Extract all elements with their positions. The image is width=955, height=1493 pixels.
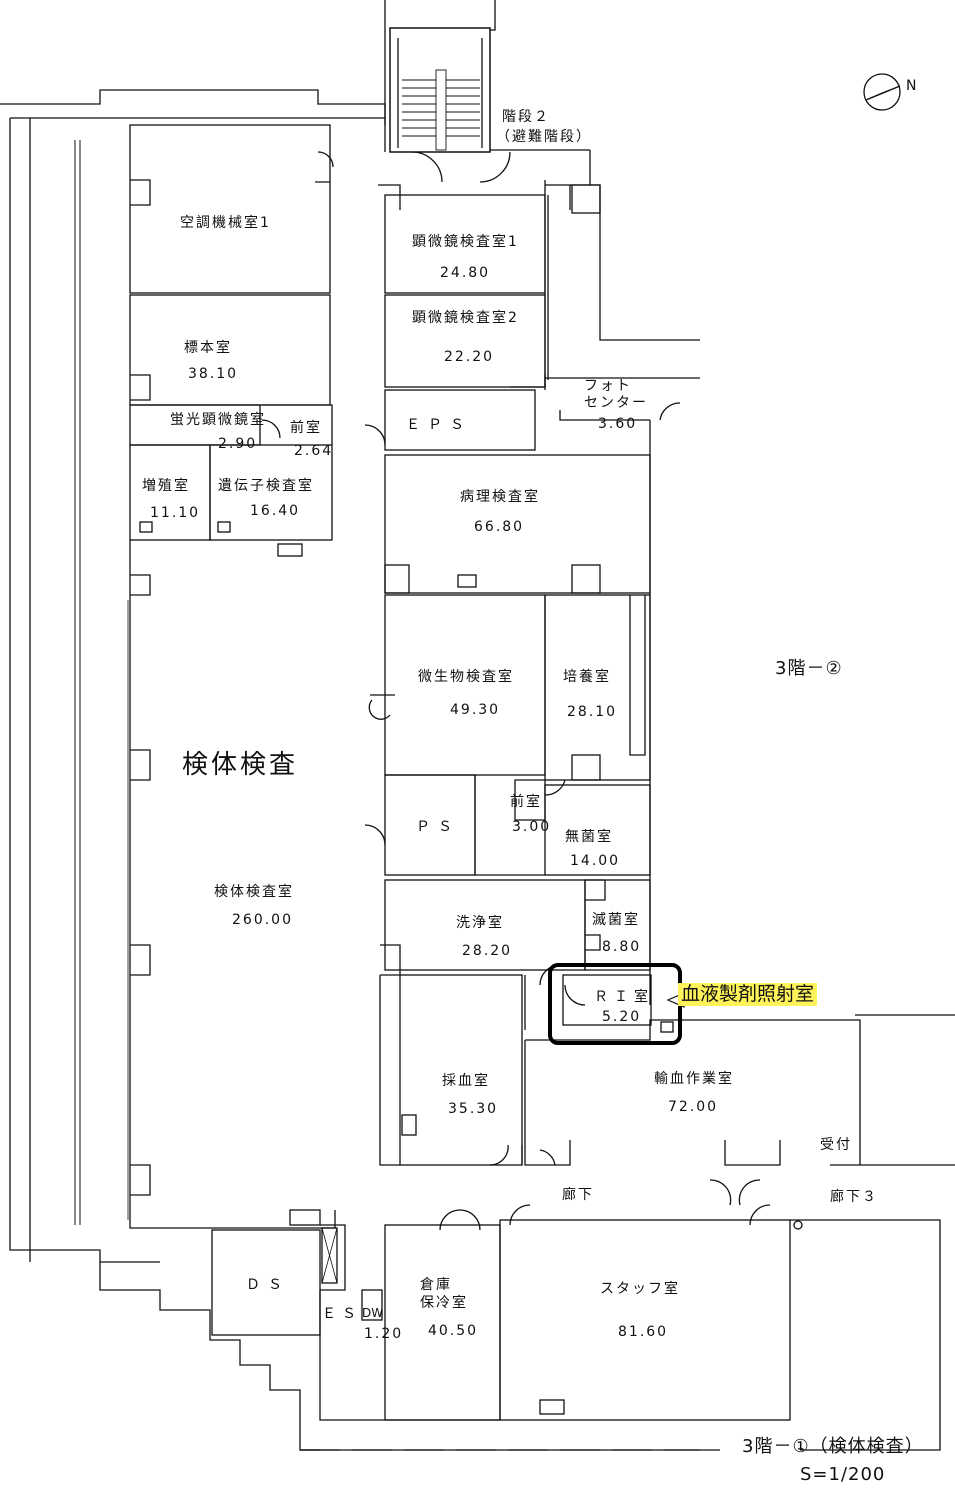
es-label: ＥＳ (322, 1306, 362, 1322)
room-blood-collection (399, 974, 523, 1166)
room-area-culture-growth: 11.10 (150, 505, 201, 521)
room-label-ac-machine: 空調機械室1 (180, 215, 271, 231)
room-area-culture: 28.10 (567, 704, 618, 720)
room-label-sterilization: 滅菌室 (592, 912, 640, 928)
room-area-anteroom-1: 2.64 (294, 443, 334, 459)
room-label-anteroom-1: 前室 (290, 420, 322, 436)
room-area-microbiology: 49.30 (450, 702, 501, 718)
drawing-scale: S=1/200 (800, 1464, 886, 1485)
corridor3-label: 廊下３ (830, 1189, 878, 1205)
reception-label: 受付 (820, 1137, 852, 1153)
room-area-storage: 40.50 (428, 1323, 479, 1339)
north-arrow-icon: N (863, 73, 916, 111)
room-label-specimen: 標本室 (184, 340, 232, 356)
room-label-fluorescence: 蛍光顕微鏡室 (170, 412, 266, 428)
floor-ref-label: 3階－② (775, 658, 843, 679)
room-pathology (384, 454, 651, 594)
room-eps (384, 389, 536, 451)
stairs-label: 階段２ (502, 109, 550, 125)
room-label-microscope-2: 顕微鏡検査室2 (412, 310, 519, 326)
room-microbiology (384, 594, 546, 776)
room-ri (562, 974, 652, 1026)
room-label-washing: 洗浄室 (456, 915, 504, 931)
room-transfusion (524, 1019, 955, 1166)
svg-text:N: N (906, 78, 916, 94)
room-sterile (544, 784, 651, 876)
room-area-microscope-1: 24.80 (440, 265, 491, 281)
corridor-label: 廊下 (562, 1187, 594, 1203)
room-area-transfusion: 72.00 (668, 1099, 719, 1115)
dw-area: 1.20 (364, 1326, 404, 1342)
room-label-specimen-lab: 検体検査室 (214, 884, 294, 900)
room-label-transfusion: 輸血作業室 (654, 1071, 734, 1087)
room-area-ri: 5.20 (602, 1009, 642, 1025)
room-label-culture: 培養室 (563, 669, 611, 685)
room-area-specimen-lab: 260.00 (232, 912, 293, 928)
room-area-microscope-2: 22.20 (444, 349, 495, 365)
stairs-sublabel: （避難階段） (496, 129, 592, 145)
room-label-microbiology: 微生物検査室 (418, 669, 514, 685)
room-label-photo-center: フォト センター (584, 378, 648, 411)
room-area-sterilization: 8.80 (602, 939, 642, 955)
room-gene-test (209, 444, 333, 541)
room-label-blood-collection: 採血室 (442, 1073, 490, 1089)
room-label-ri: ＲＩ室 (594, 989, 654, 1005)
room-label-staff: スタッフ室 (600, 1281, 680, 1297)
room-area-staff: 81.60 (618, 1324, 669, 1340)
drawing-title: 3階－①（検体検査） (742, 1436, 924, 1457)
section-title: 検体検査 (182, 750, 299, 780)
room-area-photo-center: 3.60 (598, 416, 638, 432)
room-label-anteroom-2: 前室 (510, 794, 542, 810)
room-area-blood-collection: 35.30 (448, 1101, 499, 1117)
room-culture (544, 594, 651, 781)
outer-wall-left (0, 89, 386, 1263)
room-staff (499, 1219, 791, 1421)
room-label-pathology: 病理検査室 (460, 489, 540, 505)
room-label-microscope-1: 顕微鏡検査室1 (412, 234, 519, 250)
room-dw (361, 1289, 383, 1321)
room-specimen-lab (129, 540, 336, 1229)
room-ds (211, 1229, 321, 1336)
room-area-sterile: 14.00 (570, 853, 621, 869)
room-ac-machine (129, 124, 331, 294)
callout-label-irradiation-room: 血液製剤照射室 (678, 983, 818, 1006)
room-area-washing: 28.20 (462, 943, 513, 959)
room-label-culture-growth: 増殖室 (142, 478, 190, 494)
room-label-eps: ＥＰＳ (406, 417, 472, 433)
room-area-pathology: 66.80 (474, 519, 525, 535)
room-label-gene-test: 遺伝子検査室 (218, 478, 314, 494)
room-label-ds: ＤＳ (246, 1277, 290, 1293)
room-label-sterile: 無菌室 (565, 829, 613, 845)
room-sterilization (584, 879, 651, 971)
room-area-anteroom-2: 3.00 (512, 819, 552, 835)
room-microscope-2 (384, 294, 546, 388)
stairwell (389, 27, 491, 153)
room-label-ps: ＰＳ (416, 819, 460, 835)
room-label-storage: 倉庫 保冷室 (420, 1277, 468, 1312)
room-area-fluorescence: 2.90 (218, 436, 258, 452)
room-area-gene-test: 16.40 (250, 503, 301, 519)
dw-label: DW (362, 1306, 384, 1320)
room-area-specimen: 38.10 (188, 366, 239, 382)
